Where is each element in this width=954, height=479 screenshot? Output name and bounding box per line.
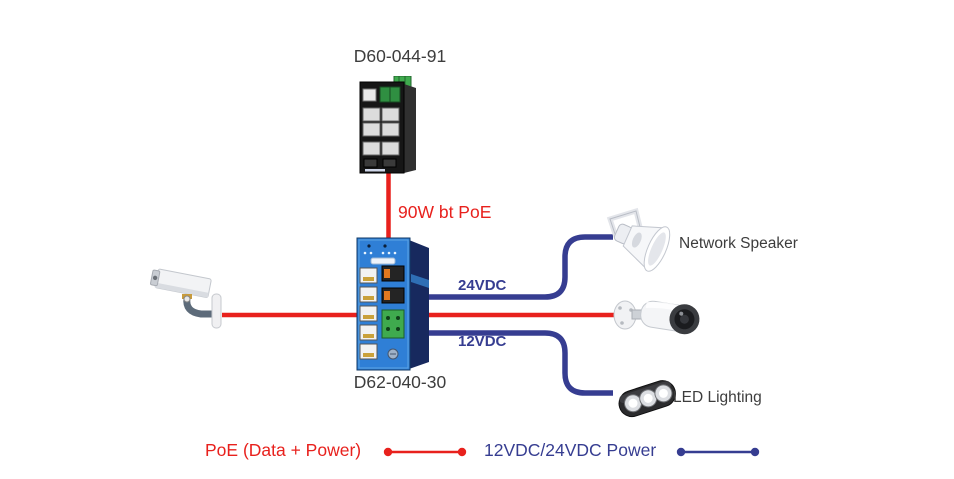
cctv-camera-icon [150,268,222,329]
legend-poe-line [383,447,467,457]
top-switch-label: D60-044-91 [353,46,447,66]
legend-power-label: 12VDC/24VDC Power [484,440,657,460]
network-speaker-icon [606,207,671,272]
vdc12-wire [424,330,613,396]
main-switch-icon [356,237,429,371]
vdc24-wire [424,234,613,300]
led-light-icon [618,380,676,418]
network-speaker-label: Network Speaker [679,235,798,252]
led-lighting-label: LED Lighting [673,389,762,406]
top-switch-icon [359,76,416,174]
main-switch-label: D62-040-30 [353,372,447,392]
legend-power-line [676,447,760,457]
vdc24-label: 24VDC [458,277,507,294]
legend-poe-label: PoE (Data + Power) [205,440,362,460]
bullet-camera-icon [613,300,700,335]
poe-uplink-label: 90W bt PoE [398,202,492,222]
vdc12-label: 12VDC [458,333,507,350]
